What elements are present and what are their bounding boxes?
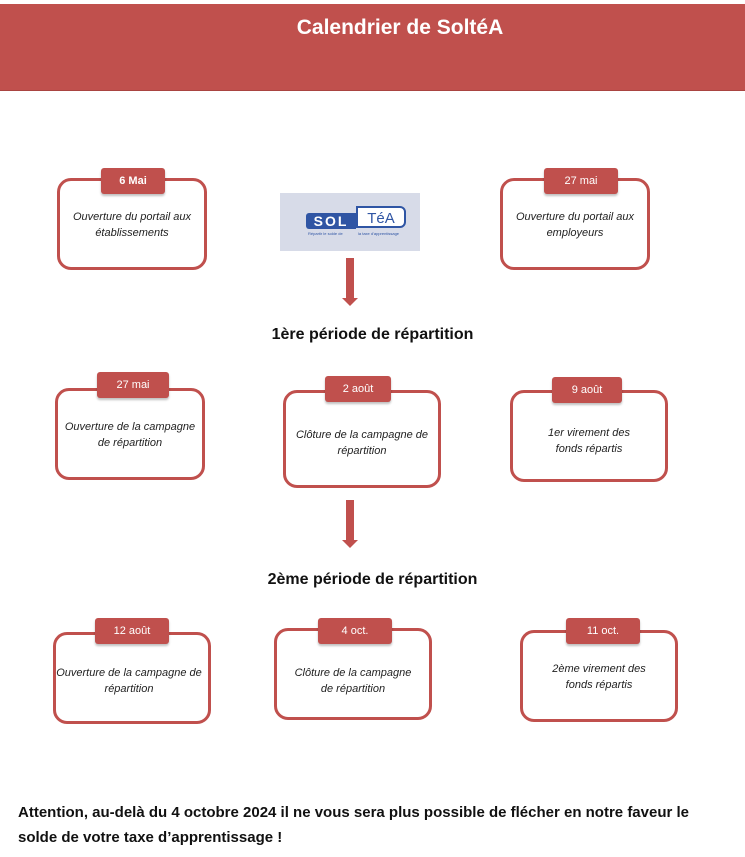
event-description: Ouverture du portail aux employeurs (515, 211, 634, 239)
event-box-p2-open: Ouverture de la campagne de répartition (53, 632, 211, 724)
event-box-p1-open: Ouverture de la campagne de répartition (55, 388, 205, 480)
event-box-p1-close: Clôture de la campagne de répartition (283, 390, 441, 488)
page-title: Calendrier de SoltéA (296, 16, 504, 39)
soltea-logo: SOL TéA Répartir le solde de la taxe d'a… (280, 193, 420, 251)
logo-tea-text: TéA (356, 206, 406, 228)
down-arrow-icon (342, 500, 358, 548)
event-date-badge: 4 oct. (318, 618, 392, 644)
deadline-warning: Attention, au-delà du 4 octobre 2024 il … (18, 804, 690, 846)
header-banner: Calendrier de SoltéA (0, 4, 745, 91)
event-description: Ouverture de la campagne de répartition (64, 421, 196, 449)
event-box-p1-transfer: 1er virement des fonds répartis (510, 390, 668, 482)
event-date-badge: 27 mai (97, 372, 169, 398)
logo-sol-text: SOL (306, 213, 356, 229)
event-date-badge: 12 août (95, 618, 169, 644)
event-date-badge: 27 mai (544, 168, 618, 194)
event-date-badge: 9 août (552, 377, 622, 403)
event-description: Ouverture du portail aux établissements (72, 211, 191, 239)
event-date-badge: 6 Mai (101, 168, 165, 194)
event-date-badge: 11 oct. (566, 618, 640, 644)
period-1-title: 1ère période de répartition (271, 326, 474, 343)
logo-caption-right: la taxe d'apprentissage (358, 231, 400, 236)
event-description: Clôture de la campagne de répartition (295, 429, 429, 457)
event-description: 1er virement des fonds répartis (548, 427, 630, 455)
event-description: 2ème virement des fonds répartis (552, 663, 646, 691)
event-date-badge: 2 août (325, 376, 391, 402)
event-description: Clôture de la campagne de répartition (294, 667, 412, 695)
down-arrow-icon (342, 258, 358, 306)
event-description: Ouverture de la campagne de répartition (56, 667, 202, 695)
period-2-title: 2ème période de répartition (267, 571, 478, 588)
logo-caption-left: Répartir le solde de (308, 231, 343, 236)
